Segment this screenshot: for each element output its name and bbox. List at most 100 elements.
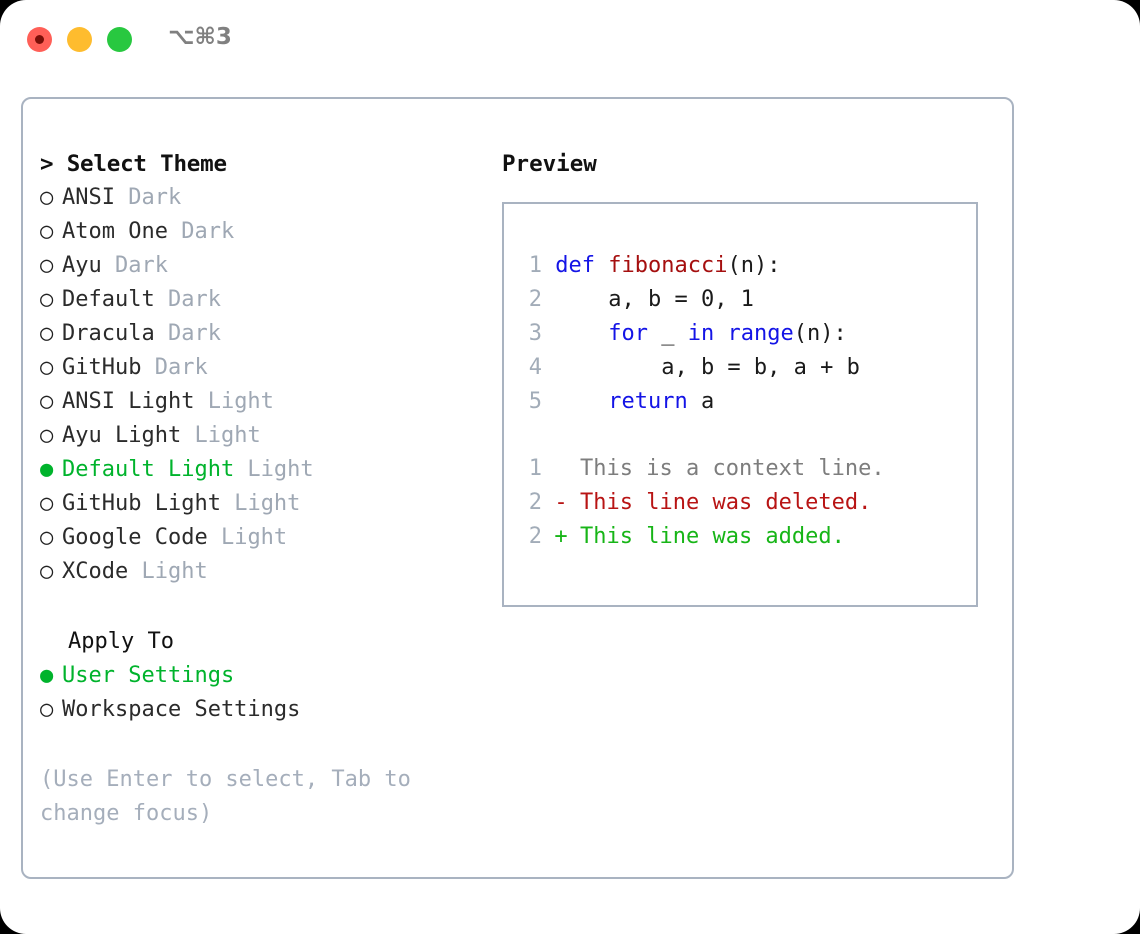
code-token: a (687, 389, 715, 414)
theme-variant-tag: Light (234, 457, 314, 482)
radio-unselected-icon: ○ (40, 491, 54, 516)
diff-line-number: 2 (528, 524, 542, 549)
radio-unselected-icon: ○ (40, 697, 54, 722)
theme-name: GitHub (62, 355, 142, 380)
code-gutter-space (542, 389, 555, 414)
radio-unselected-icon: ○ (40, 423, 54, 448)
apply-to-label: Workspace Settings (62, 697, 301, 722)
radio-unselected-icon: ○ (40, 355, 54, 380)
theme-name: Atom One (62, 219, 168, 244)
theme-variant-tag: Light (128, 559, 208, 584)
line-number: 3 (528, 321, 542, 346)
theme-name: GitHub Light (62, 491, 221, 516)
theme-list-item[interactable]: ○ ANSI Dark (40, 181, 470, 215)
theme-variant-tag: Light (220, 491, 301, 516)
theme-list-item[interactable]: ○ GitHub Light Light (40, 487, 470, 521)
apply-to-item[interactable]: ○ Workspace Settings (40, 693, 470, 727)
code-token: (n): (727, 253, 781, 278)
theme-list-item[interactable]: ○ Default Dark (40, 283, 470, 317)
theme-name: ANSI Light (62, 389, 195, 414)
minimize-window-button[interactable] (67, 27, 92, 52)
apply-to-item[interactable]: ● User Settings (40, 659, 470, 693)
theme-variant-tag: Light (207, 525, 288, 550)
theme-name: ANSI (62, 185, 115, 210)
theme-list-item[interactable]: ○ Atom One Dark (40, 215, 470, 249)
code-token: range (727, 321, 794, 346)
code-sample: 1 def fibonacci(n): 2 a, b = 0, 1 3 for _ … (516, 249, 970, 419)
theme-variant-tag: Dark (154, 287, 221, 312)
theme-variant-tag: Dark (167, 219, 235, 244)
code-gutter-space (542, 287, 555, 312)
preview-column: Preview 1 def fibonacci(n): 2 a, b = 0, 1… (502, 147, 992, 607)
theme-selector-panel: > Select Theme ○ANSI Dark○Atom One Dark○… (21, 97, 1014, 879)
line-number: 2 (528, 287, 542, 312)
diff-line: 1 This is a context line. (516, 452, 970, 486)
code-token: fibonacci (608, 253, 728, 278)
code-line: 3 for _ in range(n): (516, 317, 970, 351)
diff-line-number: 1 (528, 456, 542, 481)
theme-list-item[interactable]: ○ GitHub Dark (40, 351, 470, 385)
code-token (555, 389, 608, 414)
code-token: a, b = b, a + b (555, 355, 860, 380)
apply-to-label: User Settings (62, 663, 235, 688)
code-line: 4 a, b = b, a + b (516, 351, 970, 385)
diff-text: This is a context line. (580, 456, 885, 481)
code-token (555, 321, 608, 346)
theme-list-item[interactable]: ○XCode Light (40, 555, 470, 589)
line-number: 1 (528, 253, 542, 278)
radio-unselected-icon: ○ (40, 321, 54, 346)
theme-list-item[interactable]: ○Dracula Dark (40, 317, 470, 351)
code-token: in (687, 321, 715, 346)
line-number: 5 (528, 389, 542, 414)
theme-list-item[interactable]: ○ ANSI Light Light (40, 385, 470, 419)
code-gutter-space (542, 253, 555, 278)
theme-list-item[interactable]: ○ Ayu Dark (40, 249, 470, 283)
diff-line: 2+This line was added. (516, 520, 970, 554)
radio-unselected-icon: ○ (40, 287, 54, 312)
diff-marker: - (554, 490, 568, 515)
code-gutter-space (542, 355, 555, 380)
theme-name: Default (62, 287, 155, 312)
theme-list-item[interactable]: ○ Ayu Light Light (40, 419, 470, 453)
maximize-window-button[interactable] (107, 27, 132, 52)
code-token: _ (647, 321, 688, 346)
theme-variant-tag: Light (181, 423, 261, 448)
radio-unselected-icon: ○ (40, 253, 54, 278)
code-token: def (555, 253, 609, 278)
radio-unselected-icon: ○ (40, 219, 54, 244)
theme-variant-tag: Light (194, 389, 274, 414)
theme-list-column: > Select Theme ○ANSI Dark○Atom One Dark○… (40, 147, 470, 831)
diff-text: This line was added. (580, 524, 845, 549)
title-bar: ⌥⌘3 (0, 0, 1140, 80)
radio-selected-icon: ● (40, 457, 54, 482)
radio-selected-icon: ● (40, 663, 54, 688)
code-gutter-space (542, 321, 555, 346)
keyboard-hint-text: (Use Enter to select, Tab to change focu… (40, 767, 411, 826)
theme-name: Ayu (62, 253, 102, 278)
code-token: a, b = 0, 1 (555, 287, 754, 312)
theme-name: Ayu Light (62, 423, 182, 448)
diff-text: This line was deleted. (580, 490, 872, 515)
diff-line: 2-This line was deleted. (516, 486, 970, 520)
radio-unselected-icon: ○ (40, 559, 54, 584)
keyboard-shortcut-label: ⌥⌘3 (168, 24, 232, 50)
theme-list-item[interactable]: ● Default Light Light (40, 453, 470, 487)
apply-to-list: ● User Settings ○ Workspace Settings (40, 659, 470, 727)
theme-variant-tag: Dark (101, 253, 168, 278)
select-theme-heading: > Select Theme (40, 151, 227, 177)
radio-unselected-icon: ○ (40, 185, 54, 210)
radio-unselected-icon: ○ (40, 525, 54, 550)
line-number: 4 (528, 355, 542, 380)
code-line: 1 def fibonacci(n): (516, 249, 970, 283)
theme-variant-tag: Dark (141, 355, 208, 380)
theme-variant-tag: Dark (114, 185, 182, 210)
code-token: return (608, 389, 688, 414)
theme-name: Dracula (62, 321, 155, 346)
apply-to-heading: Apply To (68, 629, 174, 654)
radio-unselected-icon: ○ (40, 389, 54, 414)
apply-to-section: Apply To ● User Settings ○ Workspace Settin… (40, 625, 470, 727)
preview-heading: Preview (502, 151, 597, 177)
theme-name: Default Light (62, 457, 235, 482)
theme-list-item[interactable]: ○Google Code Light (40, 521, 470, 555)
close-window-button[interactable] (27, 27, 52, 52)
